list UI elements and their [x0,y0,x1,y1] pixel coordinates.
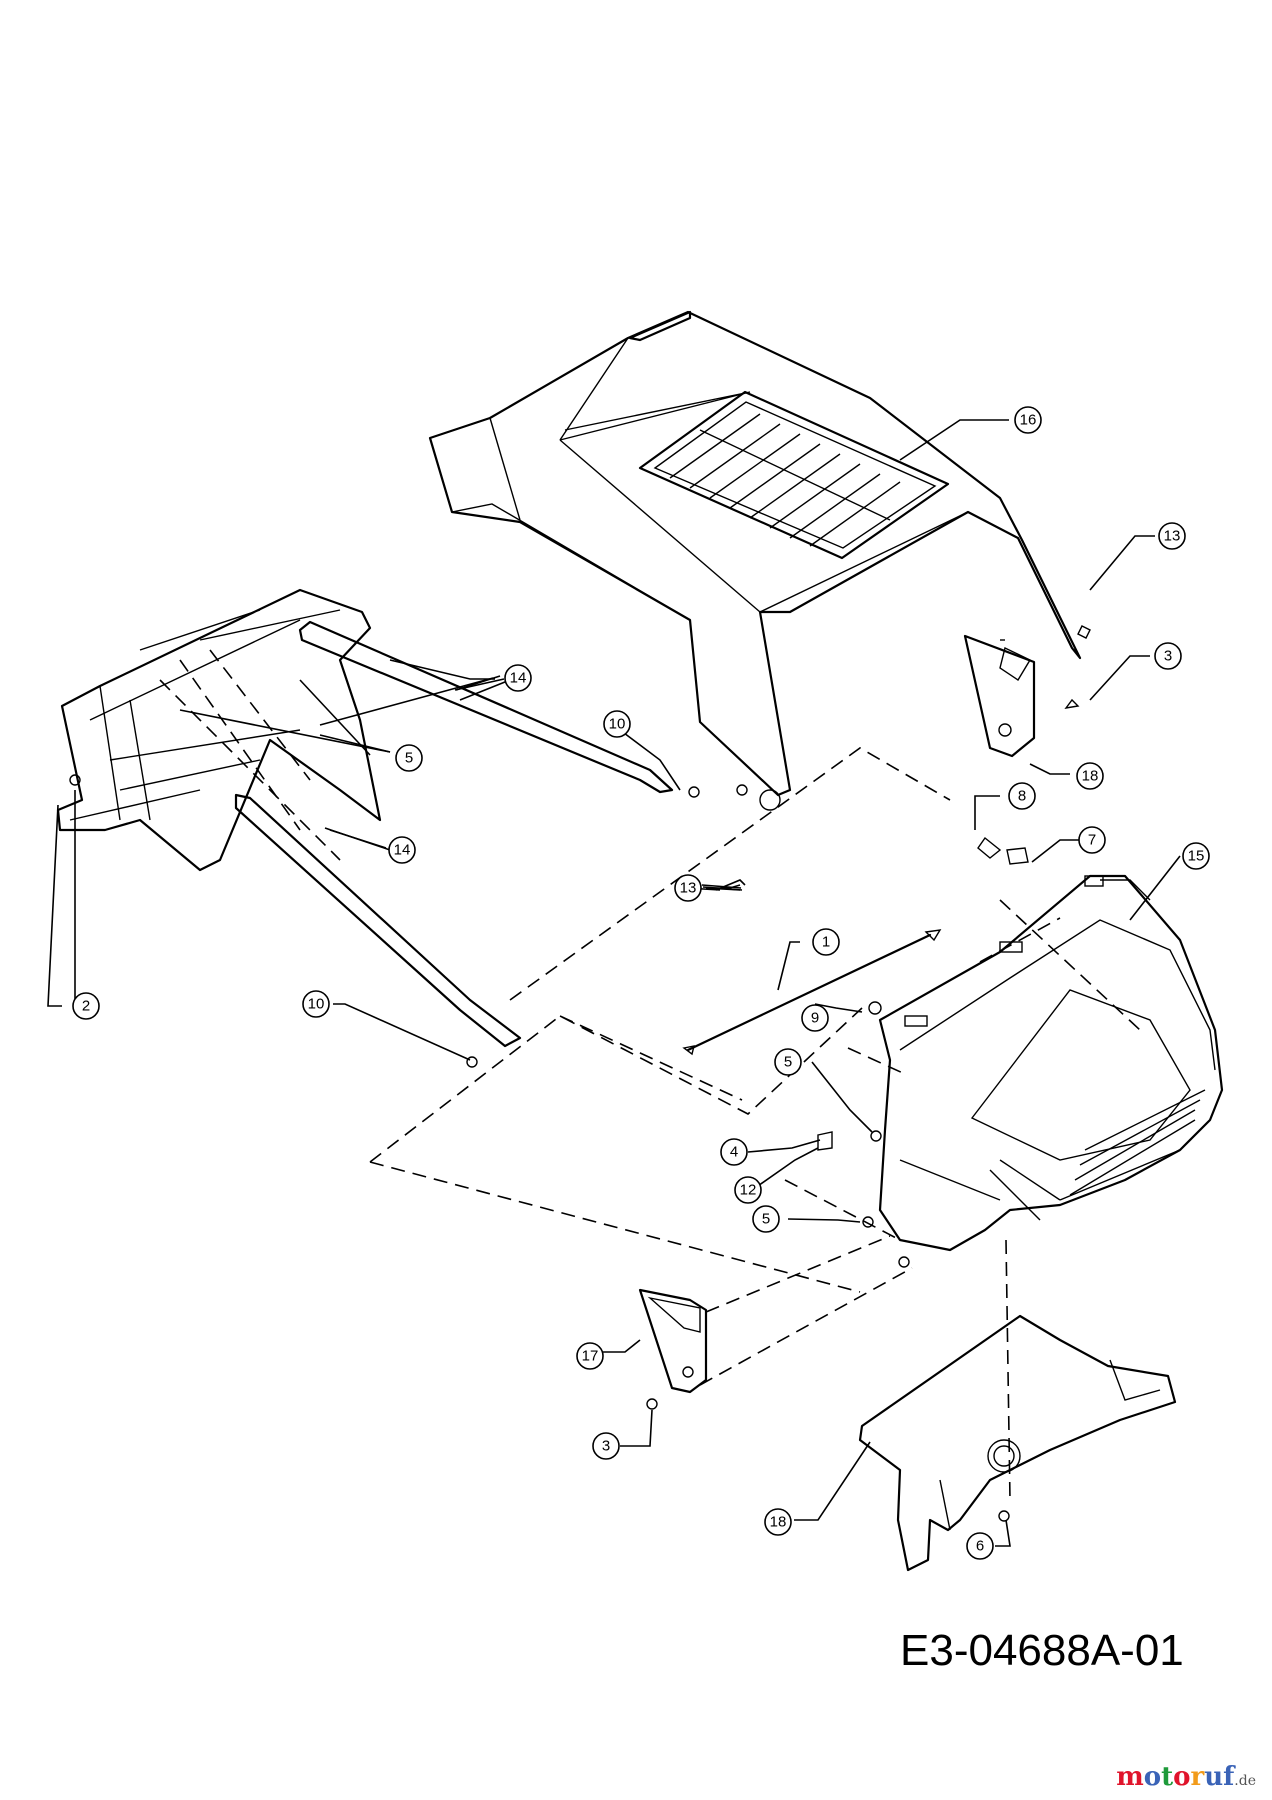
svg-text:13: 13 [1164,528,1181,545]
svg-text:10: 10 [308,996,325,1013]
svg-text:5: 5 [784,1054,792,1071]
svg-text:18: 18 [1082,768,1099,785]
hood-top-panel [428,310,1082,811]
svg-text:9: 9 [811,1010,819,1027]
callout-7: 7 [1078,826,1106,854]
callout-9: 9 [801,1004,829,1032]
callout-14: 14 [504,664,532,692]
callout-5: 5 [752,1205,780,1233]
callout-14: 14 [388,836,416,864]
svg-text:18: 18 [770,1514,787,1531]
callout-10: 10 [302,990,330,1018]
front-nose-cover [878,874,1224,1252]
callout-3: 3 [1154,642,1182,670]
callout-3: 3 [592,1432,620,1460]
callouts: 1 2 3 3 4 5 5 5 6 7 8 9 10 10 12 13 13 1… [72,406,1210,1560]
svg-text:15: 15 [1188,848,1205,865]
callout-18: 18 [1076,762,1104,790]
callout-15: 15 [1182,842,1210,870]
logo-letter: t [1161,1762,1174,1792]
svg-text:2: 2 [82,998,90,1015]
hardware-bolts [466,625,1091,1522]
logo-tld: .de [1234,1773,1256,1789]
svg-text:14: 14 [394,842,411,859]
callout-2: 2 [72,992,100,1020]
drawing-number: E3-04688A-01 [900,1626,1184,1675]
leader-lines [47,419,1181,1547]
support-rod-lower [234,793,522,1048]
logo-letter: uf [1204,1762,1235,1792]
logo-letter: o [1143,1762,1162,1792]
svg-text:10: 10 [609,716,626,733]
alignment-lines [369,747,1141,1501]
logo-letter: m [1116,1762,1144,1792]
svg-text:8: 8 [1018,788,1026,805]
callout-1: 1 [812,928,840,956]
svg-text:5: 5 [762,1211,770,1228]
motoruf-logo: motoruf.de [1116,1762,1256,1792]
callout-10: 10 [603,710,631,738]
logo-letter: r [1190,1762,1205,1792]
callout-13: 13 [1158,522,1186,550]
svg-text:6: 6 [976,1538,984,1555]
svg-text:3: 3 [602,1438,610,1455]
svg-text:16: 16 [1020,412,1037,429]
svg-text:14: 14 [510,670,527,687]
svg-text:4: 4 [730,1144,738,1161]
callout-8: 8 [1008,782,1036,810]
cable [682,929,942,1056]
callout-17: 17 [576,1342,604,1370]
svg-text:7: 7 [1088,832,1096,849]
callout-18: 18 [764,1508,792,1536]
callout-13: 13 [674,874,702,902]
svg-text:3: 3 [1164,648,1172,665]
front-frame-plate [858,1314,1177,1572]
callout-16: 16 [1014,406,1042,434]
svg-text:13: 13 [680,880,697,897]
front-grille-assembly [56,588,382,872]
support-rod-upper [298,620,674,794]
svg-text:5: 5 [405,750,413,767]
callout-12: 12 [734,1176,762,1204]
callout-5: 5 [774,1048,802,1076]
callout-4: 4 [720,1138,748,1166]
svg-text:12: 12 [740,1182,757,1199]
svg-text:1: 1 [822,934,830,951]
side-bracket-upper [963,634,1036,758]
callout-6: 6 [966,1532,994,1560]
svg-text:17: 17 [582,1348,599,1365]
callout-5: 5 [395,744,423,772]
side-panel-lower [638,1288,708,1394]
logo-letter: o [1173,1762,1191,1792]
